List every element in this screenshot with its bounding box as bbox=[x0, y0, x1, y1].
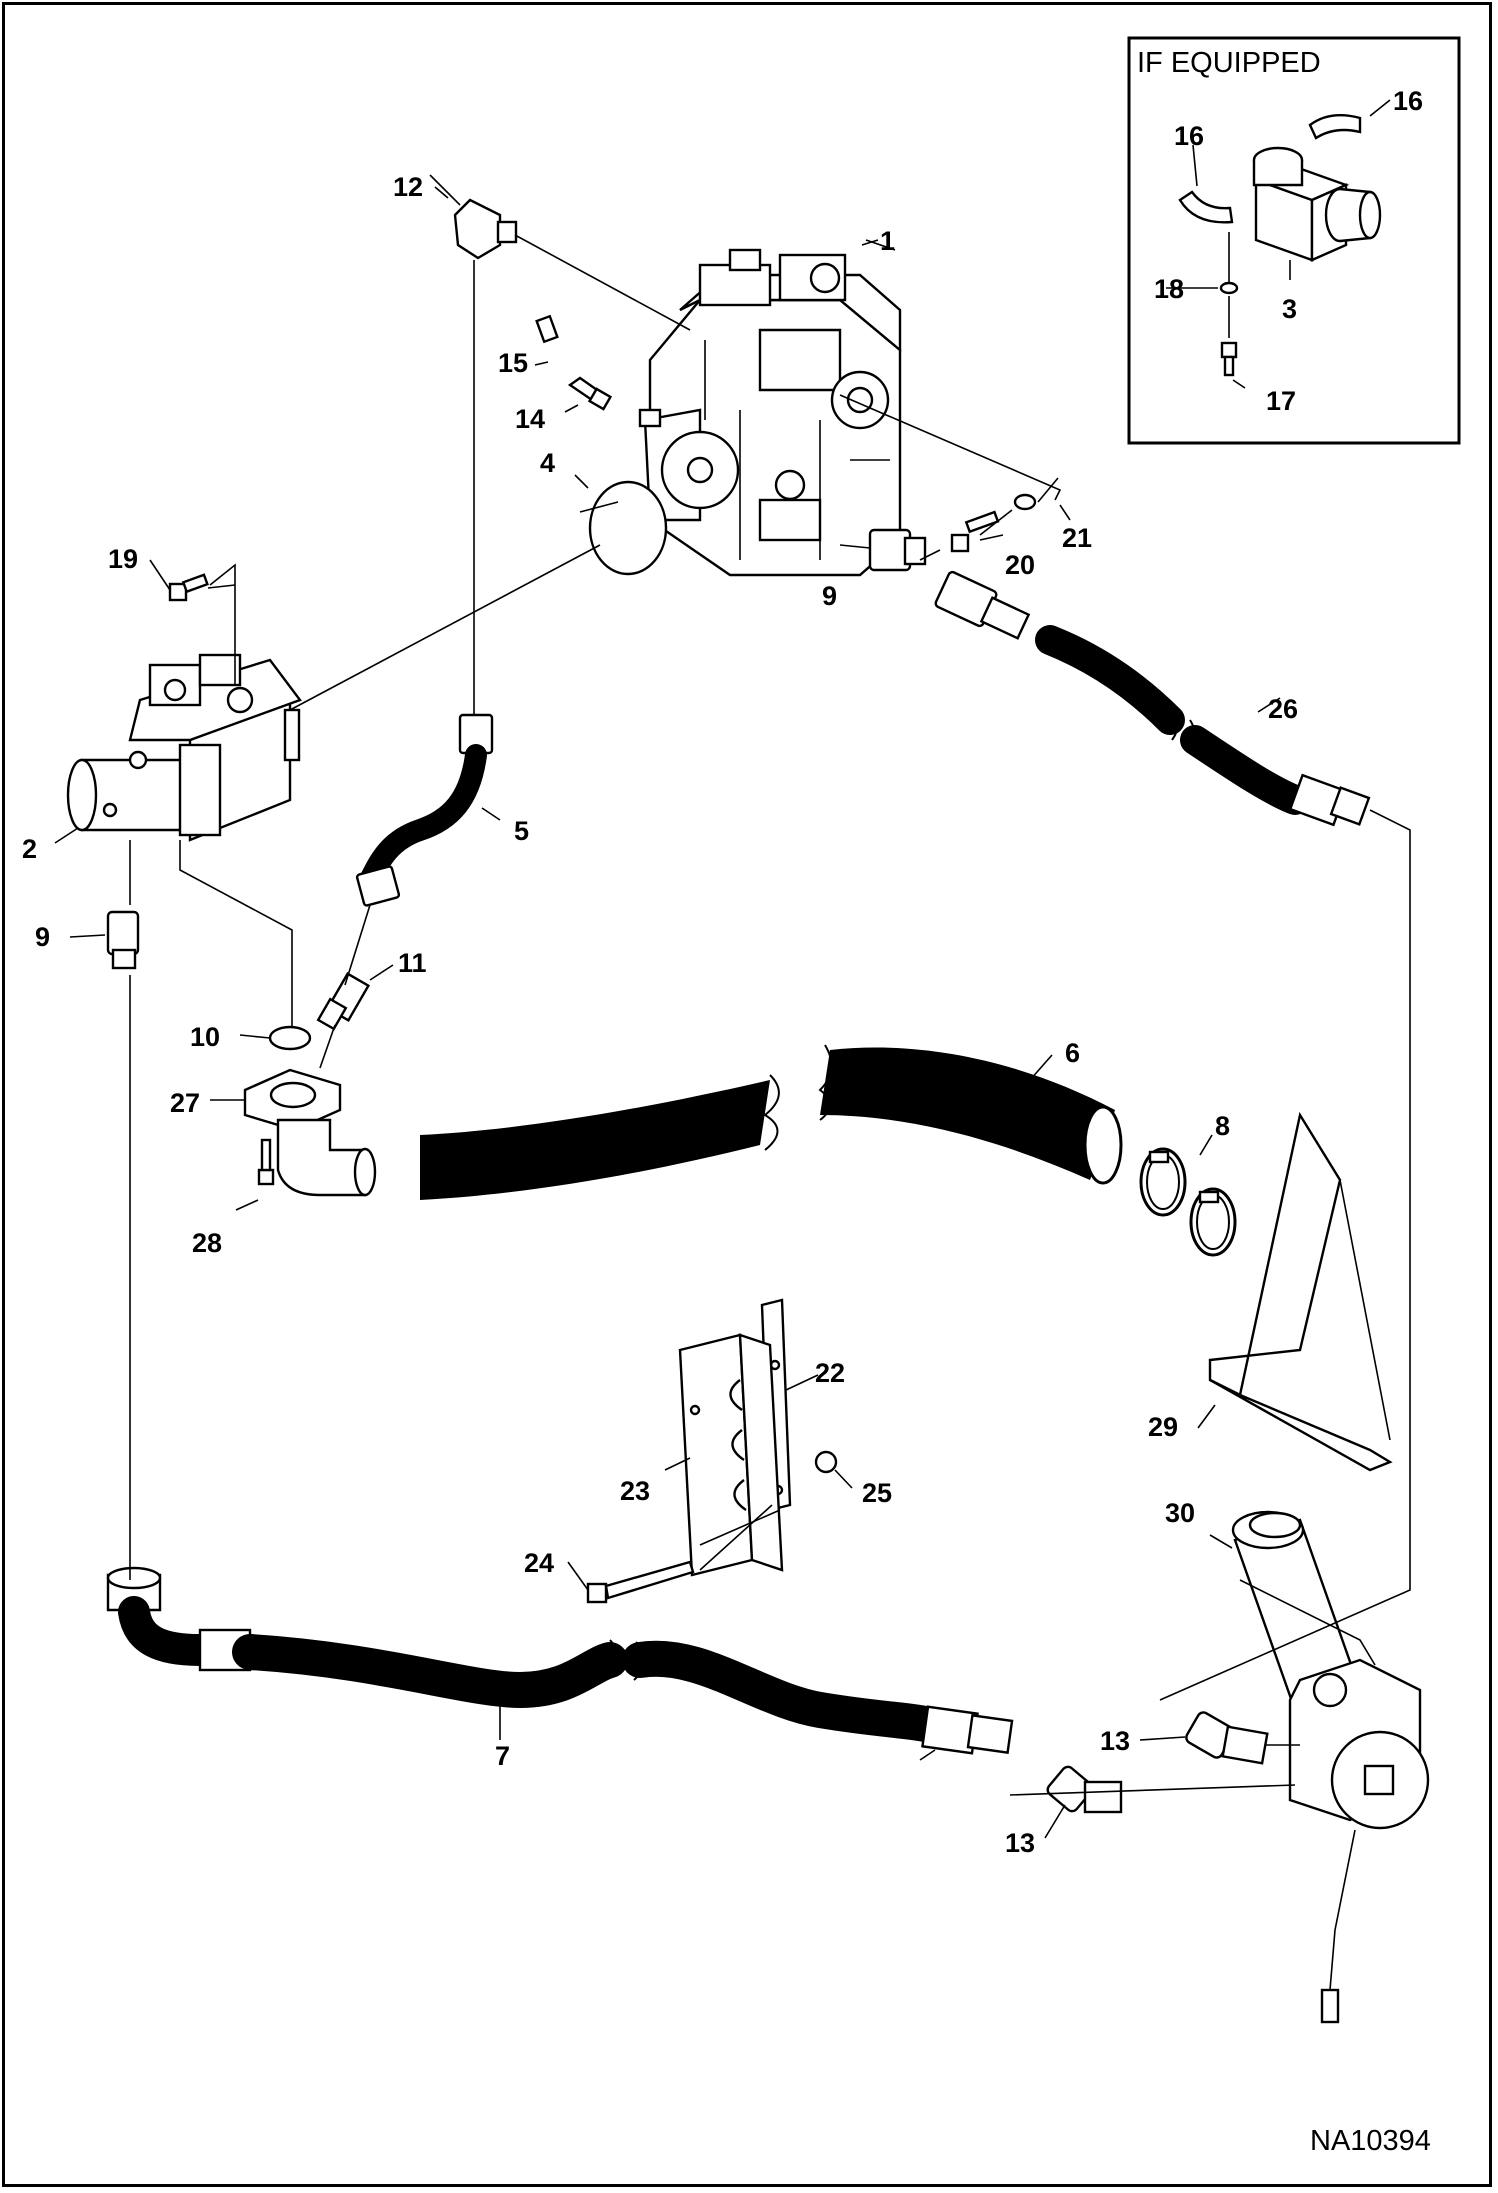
callout-10: 10 bbox=[190, 1022, 220, 1052]
connection-lines bbox=[129, 174, 1411, 1796]
inset-fitting-body bbox=[1252, 146, 1382, 262]
callout-29: 29 bbox=[1148, 1412, 1178, 1442]
suction-hose-6 bbox=[420, 1044, 1123, 1200]
callout-1: 1 bbox=[880, 226, 895, 256]
callout-18: 18 bbox=[1154, 274, 1184, 304]
bracket-29 bbox=[1208, 1111, 1393, 1472]
flange-elbow-27 bbox=[243, 1068, 377, 1197]
return-hose-7 bbox=[106, 1566, 1014, 1755]
callout-25: 25 bbox=[862, 1478, 892, 1508]
callout-3: 3 bbox=[1282, 294, 1297, 324]
fitting-9-upper bbox=[868, 528, 927, 572]
callout-26: 26 bbox=[1268, 694, 1298, 724]
callout-16-left: 16 bbox=[1174, 121, 1204, 151]
callout-2: 2 bbox=[22, 834, 37, 864]
callout-19: 19 bbox=[108, 544, 138, 574]
callout-13-lower: 13 bbox=[1005, 1828, 1035, 1858]
elbow-fitting-12 bbox=[453, 198, 518, 260]
callout-16-right: 16 bbox=[1393, 86, 1423, 116]
elbow-13-lower bbox=[1046, 1765, 1123, 1814]
bolt-20 bbox=[950, 510, 1000, 553]
callout-30: 30 bbox=[1165, 1498, 1195, 1528]
callout-6: 6 bbox=[1065, 1038, 1080, 1068]
callout-8: 8 bbox=[1215, 1111, 1230, 1141]
callout-20: 20 bbox=[1005, 550, 1035, 580]
callout-4: 4 bbox=[540, 448, 555, 478]
inset-washer bbox=[1219, 281, 1239, 295]
callout-14: 14 bbox=[515, 404, 545, 434]
callout-11: 11 bbox=[398, 948, 427, 978]
washer-21 bbox=[1013, 493, 1037, 511]
o-ring bbox=[588, 480, 668, 576]
callout-24: 24 bbox=[524, 1548, 554, 1578]
inset-title: IF EQUIPPED bbox=[1137, 47, 1321, 79]
callout-27: 27 bbox=[170, 1088, 200, 1118]
fitting-14 bbox=[567, 376, 613, 411]
filter-head bbox=[1288, 1658, 1430, 2024]
callout-21: 21 bbox=[1062, 523, 1092, 553]
callout-7: 7 bbox=[495, 1741, 510, 1771]
inset-clamp-half-right bbox=[1308, 114, 1362, 140]
callout-17: 17 bbox=[1266, 386, 1296, 416]
label-leaders bbox=[54, 186, 1281, 1839]
fitting-9-lower bbox=[106, 910, 140, 970]
tube-5 bbox=[355, 713, 494, 907]
drawing-code: NA10394 bbox=[1310, 2125, 1431, 2157]
fitting-15 bbox=[535, 314, 559, 344]
hydrostatic-pump bbox=[638, 248, 902, 577]
callouts: 1 2 3 4 5 6 7 8 9 9 10 11 12 13 13 14 15… bbox=[22, 86, 1423, 1858]
hose-clamps-8 bbox=[1139, 1147, 1237, 1257]
inset-clamp-half-left bbox=[1178, 190, 1234, 224]
clamp-block-23 bbox=[678, 1333, 784, 1577]
callout-22: 22 bbox=[815, 1358, 845, 1388]
fitting-11 bbox=[316, 972, 371, 1031]
callout-5: 5 bbox=[514, 816, 529, 846]
callout-12: 12 bbox=[393, 172, 423, 202]
o-ring-10 bbox=[268, 1025, 312, 1051]
callout-9-upper: 9 bbox=[822, 581, 837, 611]
bolt-24 bbox=[586, 1560, 695, 1604]
nut-25 bbox=[814, 1450, 838, 1474]
bolt-28 bbox=[257, 1138, 275, 1186]
callout-9-lower: 9 bbox=[35, 922, 50, 952]
callout-13-upper: 13 bbox=[1100, 1726, 1130, 1756]
gear-pump bbox=[66, 653, 302, 842]
pressure-hose-26 bbox=[934, 570, 1371, 827]
callout-28: 28 bbox=[192, 1228, 222, 1258]
bolt-19 bbox=[168, 573, 209, 602]
inset-if-equipped: IF EQUIPPED bbox=[1127, 36, 1461, 445]
inset-bolt bbox=[1220, 341, 1238, 377]
callout-23: 23 bbox=[620, 1476, 650, 1506]
callout-15: 15 bbox=[498, 348, 528, 378]
elbow-13-upper bbox=[1185, 1711, 1269, 1765]
